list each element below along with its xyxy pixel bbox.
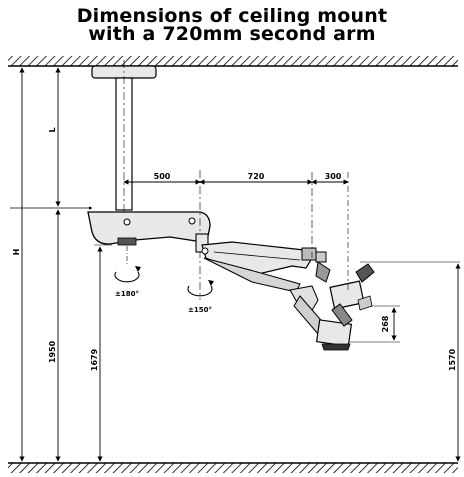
dimension-720-label: 720 bbox=[248, 172, 265, 181]
dimension-h-label: H bbox=[12, 249, 21, 256]
dimension-1570-line bbox=[360, 261, 461, 462]
microscope-head bbox=[289, 256, 375, 351]
dimension-l-label: L bbox=[48, 127, 57, 132]
dimension-1679-label: 1679 bbox=[90, 348, 99, 371]
first-arm bbox=[87, 170, 211, 300]
first-arm-rotation-label: ±180° bbox=[115, 290, 139, 298]
dimension-268-line bbox=[350, 305, 400, 343]
second-arm bbox=[195, 172, 327, 293]
dimension-1570-label: 1570 bbox=[448, 348, 457, 371]
rotation-arrow-icon bbox=[187, 280, 214, 297]
diagram-title-line-1: Dimensions of ceiling mount bbox=[76, 5, 388, 27]
rotation-arrow-icon bbox=[114, 246, 141, 283]
dimension-500-label: 500 bbox=[154, 172, 171, 181]
second-arm-rotation-label: ±150° bbox=[188, 306, 212, 314]
dimension-300-label: 300 bbox=[325, 172, 342, 181]
diagram-title-line-2: with a 720mm second arm bbox=[88, 23, 376, 45]
floor bbox=[8, 462, 458, 473]
ceiling-mount-column bbox=[91, 60, 157, 240]
horizontal-dimension-line bbox=[123, 172, 349, 256]
dimension-1950-label: 1950 bbox=[48, 340, 57, 363]
ceiling bbox=[8, 56, 458, 67]
dimension-268-label: 268 bbox=[381, 315, 390, 332]
